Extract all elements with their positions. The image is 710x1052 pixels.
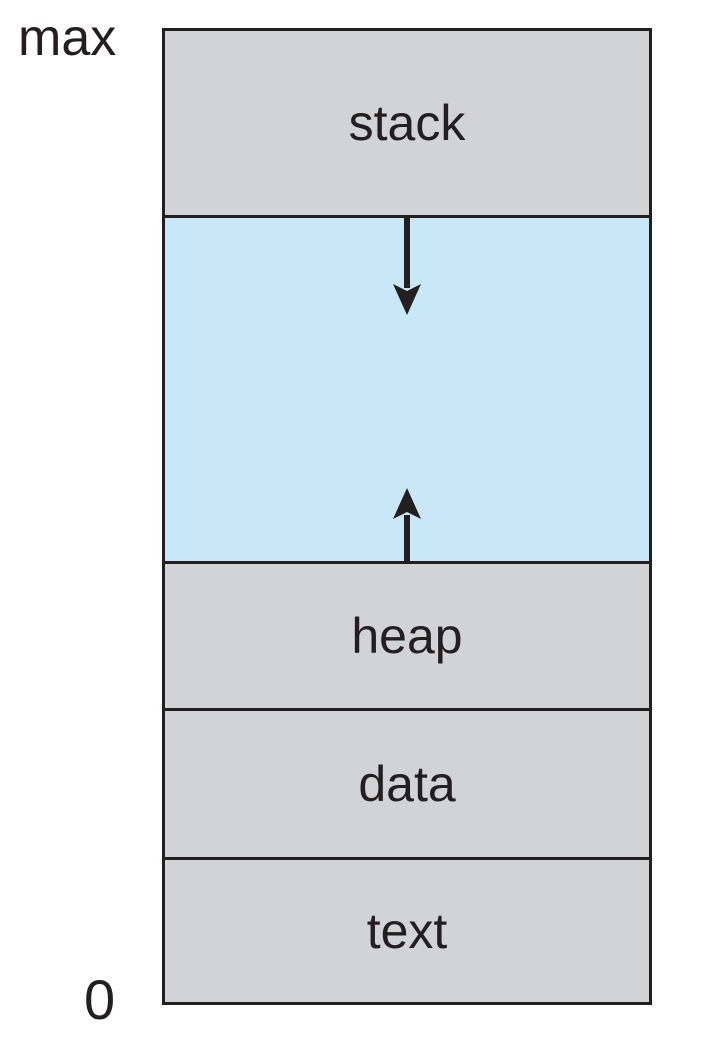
growth-arrows xyxy=(393,218,421,561)
section-free-space xyxy=(165,215,649,561)
section-data: data xyxy=(165,708,649,857)
data-label: data xyxy=(358,756,456,812)
arrow-up-icon xyxy=(393,488,421,561)
section-text: text xyxy=(165,857,649,1002)
address-space-box: stack heap data text xyxy=(162,28,652,1005)
heap-label: heap xyxy=(351,608,463,664)
zero-address-label: 0 xyxy=(84,968,116,1031)
section-heap: heap xyxy=(165,561,649,708)
text-label: text xyxy=(366,903,448,959)
stack-label: stack xyxy=(348,95,466,151)
max-address-label: max xyxy=(18,9,117,67)
arrow-down-icon xyxy=(393,218,421,315)
section-stack: stack xyxy=(165,31,649,215)
